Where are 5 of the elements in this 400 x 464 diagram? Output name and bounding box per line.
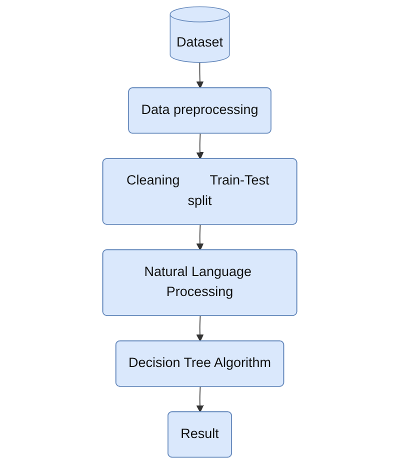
arrow bbox=[196, 316, 204, 342]
arrow bbox=[196, 224, 204, 250]
arrow bbox=[196, 386, 204, 412]
arrow bbox=[196, 133, 204, 160]
arrow bbox=[196, 62, 204, 88]
